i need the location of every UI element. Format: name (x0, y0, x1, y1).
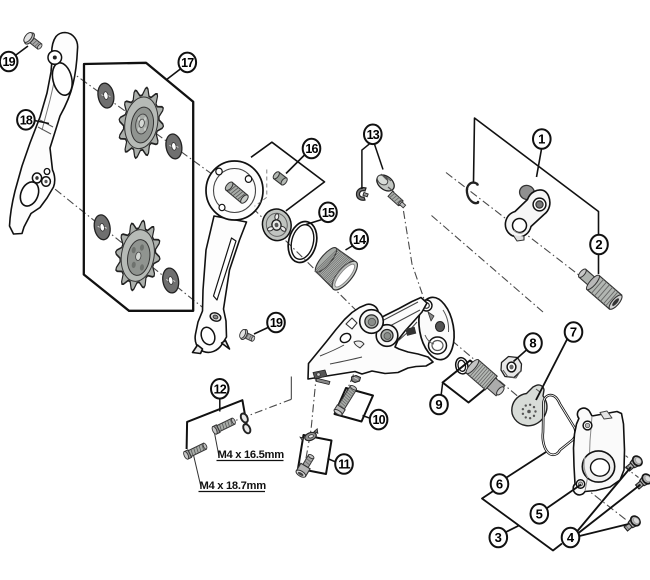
svg-text:7: 7 (570, 325, 577, 340)
svg-text:2: 2 (595, 237, 602, 252)
svg-text:11: 11 (338, 458, 350, 472)
svg-text:18: 18 (20, 113, 33, 127)
svg-text:8: 8 (529, 336, 536, 351)
svg-text:12: 12 (214, 382, 227, 396)
svg-text:6: 6 (496, 477, 503, 492)
svg-text:9: 9 (435, 397, 442, 412)
svg-text:16: 16 (305, 142, 318, 156)
svg-text:M4 x 16.5mm: M4 x 16.5mm (218, 449, 285, 461)
svg-text:13: 13 (367, 128, 380, 142)
svg-text:19: 19 (270, 316, 283, 330)
svg-text:1: 1 (538, 132, 545, 147)
svg-text:17: 17 (181, 56, 194, 70)
svg-text:5: 5 (536, 506, 543, 521)
svg-text:10: 10 (372, 413, 385, 427)
svg-text:14: 14 (353, 233, 366, 247)
svg-text:3: 3 (495, 530, 502, 545)
svg-text:M4 x 18.7mm: M4 x 18.7mm (200, 480, 267, 492)
svg-text:4: 4 (567, 530, 575, 545)
svg-text:15: 15 (322, 206, 335, 220)
svg-text:19: 19 (3, 55, 16, 69)
